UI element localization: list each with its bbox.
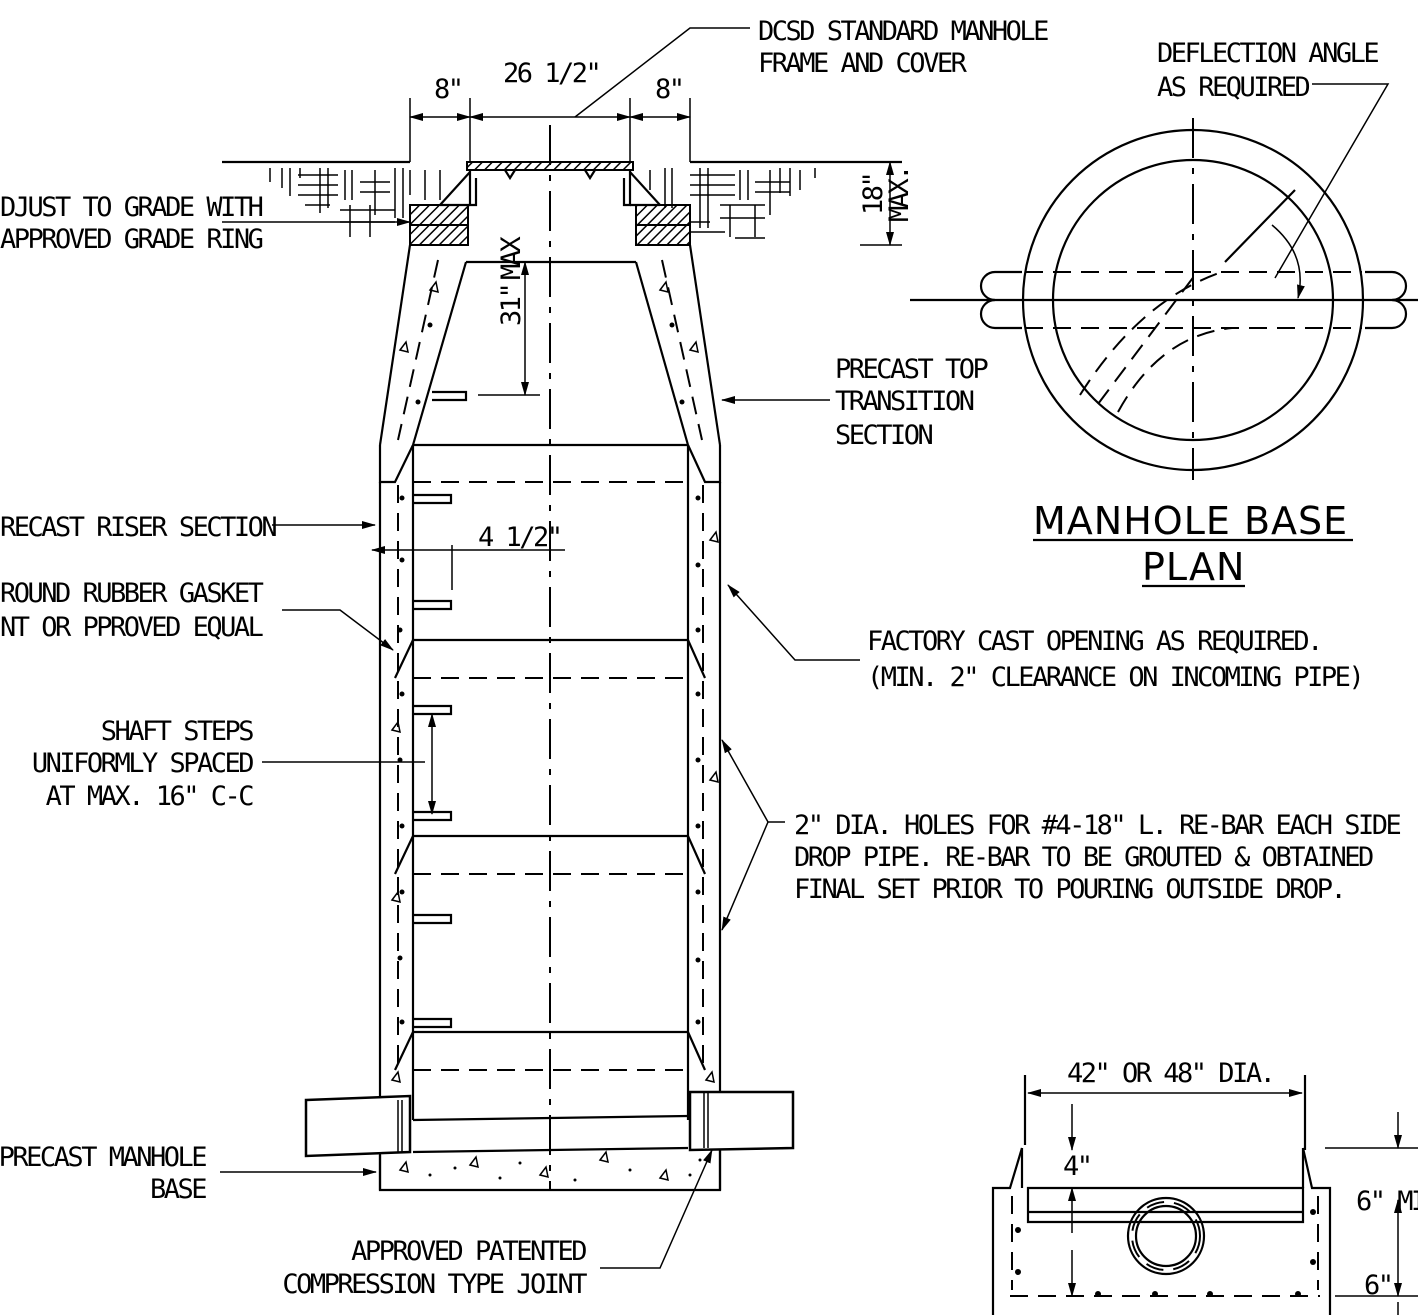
steps-label-2: UNIFORMLY SPACED <box>32 748 253 779</box>
annotation-text: DCSD STANDARD MANHOLE FRAME AND COVER DE… <box>0 16 1418 1301</box>
dim-31-max: MAX <box>496 236 527 280</box>
holes-label-1: 2" DIA. HOLES FOR #4-18" L. RE-BAR EACH … <box>794 810 1400 841</box>
pipe-penetrations <box>304 1090 795 1158</box>
steps-label-3: AT MAX. 16" C-C <box>46 781 254 812</box>
steps-label-1: SHAFT STEPS <box>101 716 254 747</box>
base-section-detail <box>991 1075 1418 1315</box>
factory-label-2: (MIN. 2" CLEARANCE ON INCOMING PIPE) <box>867 662 1362 693</box>
riser-joints <box>394 481 707 1071</box>
leader-lines <box>220 27 860 1269</box>
dim-base-4: 4" <box>1063 1151 1091 1182</box>
precast-top-label-1: PRECAST TOP <box>835 354 989 385</box>
base-label-2: BASE <box>150 1174 206 1205</box>
dim-right-8: 8" <box>655 74 683 105</box>
joint-label-2: COMPRESSION TYPE JOINT <box>282 1269 587 1300</box>
base-label-1: PRECAST MANHOLE <box>0 1142 206 1173</box>
dim-base-6: 6" <box>1364 1270 1392 1301</box>
gasket-label-1: ROUND RUBBER GASKET <box>0 578 264 609</box>
holes-label-2: DROP PIPE. RE-BAR TO BE GROUTED & OBTAIN… <box>794 842 1373 873</box>
manhole-base-plan <box>910 83 1418 480</box>
ground-surface <box>222 160 902 239</box>
dim-18-max: MAX. <box>884 167 915 222</box>
precast-manhole-base <box>378 1150 722 1192</box>
deflection-label-1: DEFLECTION ANGLE <box>1157 38 1378 69</box>
dim-base-6-min: 6" MI <box>1356 1186 1418 1217</box>
adjust-label-1: DJUST TO GRADE WITH <box>0 192 263 223</box>
precast-top-label-3: SECTION <box>835 420 933 451</box>
frame-cover-label-1: DCSD STANDARD MANHOLE <box>758 16 1048 47</box>
grade-rings <box>409 204 691 246</box>
plan-title-1: MANHOLE BASE <box>1033 499 1348 543</box>
deflection-label-2: AS REQUIRED <box>1157 72 1310 103</box>
precast-top-label-2: TRANSITION <box>835 386 974 417</box>
shaft-steps <box>413 390 468 1029</box>
gasket-label-2: NT OR PPROVED EQUAL <box>0 612 264 643</box>
factory-label-1: FACTORY CAST OPENING AS REQUIRED. <box>867 626 1321 657</box>
dim-31: 31" <box>496 285 527 326</box>
joint-label-1: APPROVED PATENTED <box>351 1236 586 1267</box>
dimension-lines <box>371 98 902 815</box>
holes-label-3: FINAL SET PRIOR TO POURING OUTSIDE DROP. <box>794 874 1344 905</box>
riser-label: RECAST RISER SECTION <box>0 512 276 543</box>
adjust-label-2: APPROVED GRADE RING <box>0 224 263 255</box>
dim-base-dia: 42" OR 48" DIA. <box>1067 1058 1273 1089</box>
plan-title-2: PLAN <box>1142 545 1245 589</box>
dim-18: 18" <box>858 174 889 215</box>
frame-cover-label-2: FRAME AND COVER <box>758 48 968 79</box>
dim-left-8: 8" <box>434 74 462 105</box>
dim-opening: 26 1/2" <box>503 58 599 89</box>
dim-step-offset: 4 1/2" <box>478 522 561 553</box>
